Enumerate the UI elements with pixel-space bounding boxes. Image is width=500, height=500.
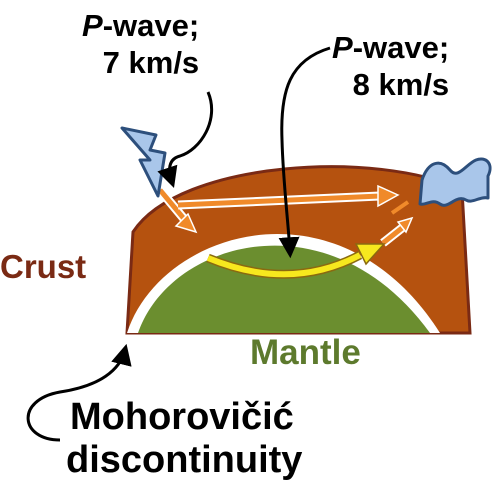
lightning-bolt-icon bbox=[120, 126, 167, 198]
label-p-wave-crust: P-wave; 7 km/s bbox=[82, 10, 199, 78]
label-mantle: Mantle bbox=[250, 333, 361, 372]
p-wave-mantle-speed: 8 km/s bbox=[352, 67, 450, 102]
p-wave-mantle-letter: P bbox=[332, 30, 353, 65]
pointer-moho bbox=[26, 343, 132, 442]
label-mohorovicic: Mohorovičić discontinuity bbox=[66, 396, 302, 481]
pointer-crust-wave bbox=[157, 91, 214, 188]
crust-wave-path bbox=[156, 184, 414, 247]
moho-line2: discontinuity bbox=[66, 438, 303, 481]
mantle-layer bbox=[138, 245, 430, 333]
mantle-wave-path bbox=[206, 243, 386, 279]
label-crust: Crust bbox=[0, 248, 87, 285]
moho-line1: Mohorovičić bbox=[70, 396, 294, 438]
label-p-wave-mantle: P-wave; 8 km/s bbox=[332, 32, 449, 100]
p-wave-mantle-word: -wave; bbox=[352, 30, 450, 65]
p-wave-crust-letter: P bbox=[82, 8, 103, 43]
p-wave-crust-word: -wave; bbox=[102, 8, 200, 43]
p-wave-crust-speed: 7 km/s bbox=[102, 45, 200, 80]
seismograph-wave-icon bbox=[418, 157, 492, 207]
pointer-mantle-wave bbox=[278, 46, 331, 259]
